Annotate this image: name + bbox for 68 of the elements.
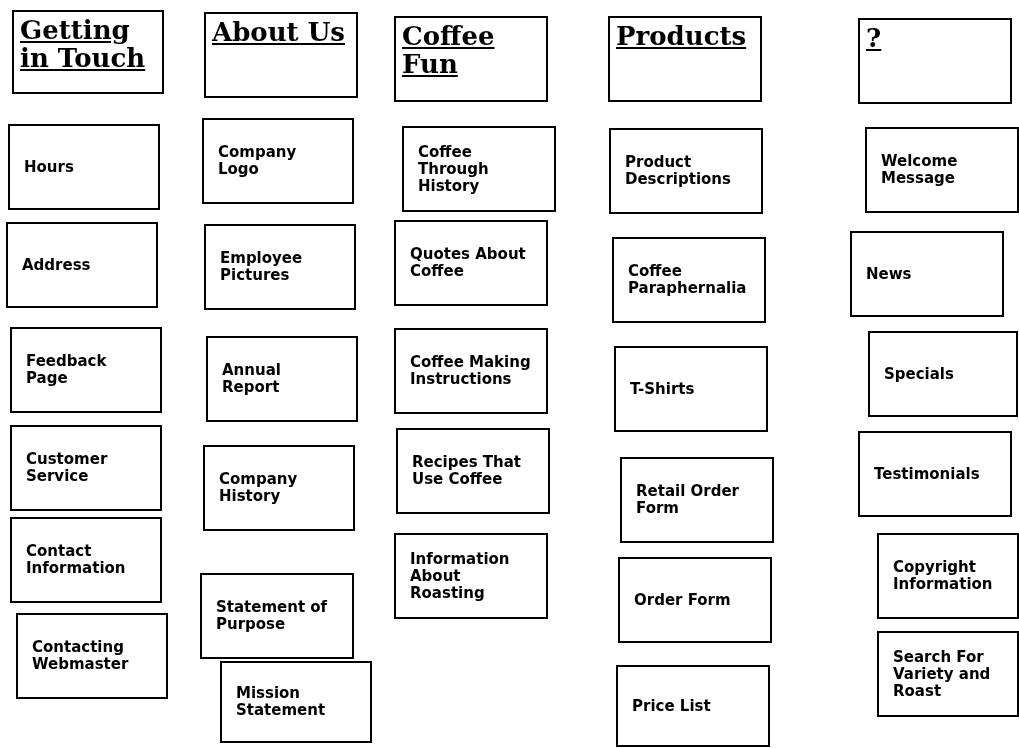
- topic-card: [612, 237, 766, 323]
- topic-card: [877, 533, 1019, 619]
- category-heading: Products: [616, 21, 747, 51]
- topic-label: Search For Variety and Roast: [893, 648, 992, 700]
- topic-label: News: [866, 265, 912, 283]
- topic-label: Mission Statement: [236, 685, 327, 719]
- topic-card: [618, 557, 772, 643]
- topic-label: Recipes That Use Coffee: [412, 454, 523, 488]
- topic-label: Hours: [24, 158, 74, 176]
- topic-label: Testimonials: [874, 465, 980, 483]
- topic-label: Price List: [632, 697, 711, 715]
- category-card: [12, 10, 164, 94]
- topic-card: [203, 445, 355, 531]
- topic-label: Feedback Page: [26, 353, 108, 387]
- topic-card: [616, 665, 770, 747]
- topic-card: [8, 124, 160, 210]
- topic-label: Company Logo: [218, 144, 298, 178]
- topic-label: Address: [22, 256, 91, 274]
- category-card: [394, 16, 548, 102]
- topic-label: Coffee Paraphernalia: [628, 263, 748, 297]
- topic-card: [865, 127, 1019, 213]
- topic-label: Information About Roasting: [410, 550, 511, 602]
- topic-card: [10, 425, 162, 511]
- topic-label: Statement of Purpose: [216, 599, 329, 633]
- topic-label: Order Form: [634, 591, 731, 609]
- category-heading: ?: [866, 23, 882, 53]
- topic-card: [394, 533, 548, 619]
- topic-card: [220, 661, 372, 743]
- category-heading: Coffee Fun: [402, 21, 495, 79]
- topic-card: [620, 457, 774, 543]
- topic-label: T-Shirts: [630, 380, 695, 398]
- topic-label: Copyright Information: [893, 559, 994, 593]
- topic-label: Coffee Through History: [418, 143, 490, 195]
- topic-card: [204, 224, 356, 310]
- topic-card: [394, 220, 548, 306]
- topic-label: Product Descriptions: [625, 154, 732, 188]
- topic-card: [10, 517, 162, 603]
- topic-label: Employee Pictures: [220, 250, 304, 284]
- topic-label: Contact Information: [26, 543, 127, 577]
- topic-card: [16, 613, 168, 699]
- topic-label: Specials: [884, 365, 954, 383]
- topic-label: Company History: [219, 471, 299, 505]
- topic-card: [858, 431, 1012, 517]
- topic-card: [202, 118, 354, 204]
- topic-card: [609, 128, 763, 214]
- topic-card: [200, 573, 354, 659]
- topic-label: Contacting Webmaster: [32, 639, 130, 673]
- category-heading: Getting in Touch: [20, 15, 146, 73]
- category-card: [858, 18, 1012, 104]
- topic-label: Welcome Message: [881, 153, 959, 187]
- category-card: [608, 16, 762, 102]
- topic-label: Quotes About Coffee: [410, 246, 527, 280]
- category-heading: About Us: [212, 17, 345, 47]
- topic-card: [206, 336, 358, 422]
- topic-label: Annual Report: [222, 362, 282, 396]
- topic-card: [850, 231, 1004, 317]
- topic-card: [6, 222, 158, 308]
- topic-card: [877, 631, 1019, 717]
- topic-card: [396, 428, 550, 514]
- topic-label: Retail Order Form: [636, 483, 740, 517]
- topic-card: [868, 331, 1018, 417]
- category-card: [204, 12, 358, 98]
- topic-label: Customer Service: [26, 451, 109, 485]
- topic-label: Coffee Making Instructions: [410, 354, 532, 388]
- topic-card: [10, 327, 162, 413]
- topic-card: [614, 346, 768, 432]
- topic-card: [394, 328, 548, 414]
- topic-card: [402, 126, 556, 212]
